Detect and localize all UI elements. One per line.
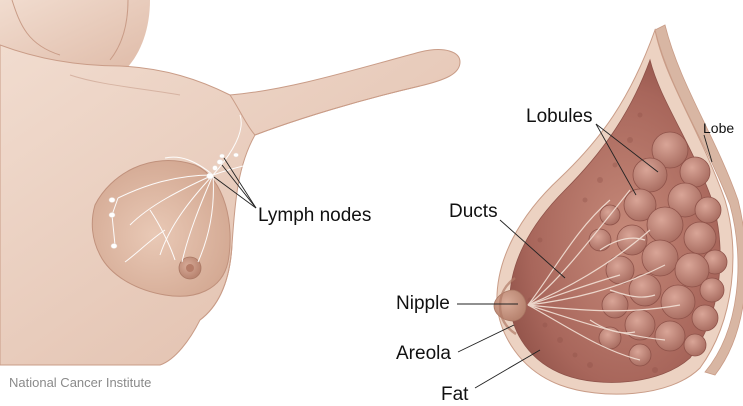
- lymph-node: [234, 153, 239, 157]
- lymph-node: [111, 244, 117, 249]
- label-lobules: Lobules: [526, 107, 593, 126]
- label-lobe: Lobe: [703, 121, 734, 135]
- label-lymph-nodes: Lymph nodes: [258, 206, 371, 225]
- lymph-node: [220, 154, 225, 158]
- torso-illustration: [0, 0, 460, 365]
- lymph-node: [217, 160, 223, 165]
- breast-cross-section: [494, 25, 743, 394]
- lymph-node: [207, 173, 214, 179]
- lymph-node: [109, 198, 115, 203]
- credit-text: National Cancer Institute: [9, 375, 151, 390]
- label-areola: Areola: [396, 344, 451, 363]
- lymph-node: [213, 166, 218, 171]
- label-fat: Fat: [441, 385, 468, 404]
- label-ducts: Ducts: [449, 202, 498, 221]
- lymph-node: [109, 213, 115, 218]
- label-nipple: Nipple: [396, 294, 450, 313]
